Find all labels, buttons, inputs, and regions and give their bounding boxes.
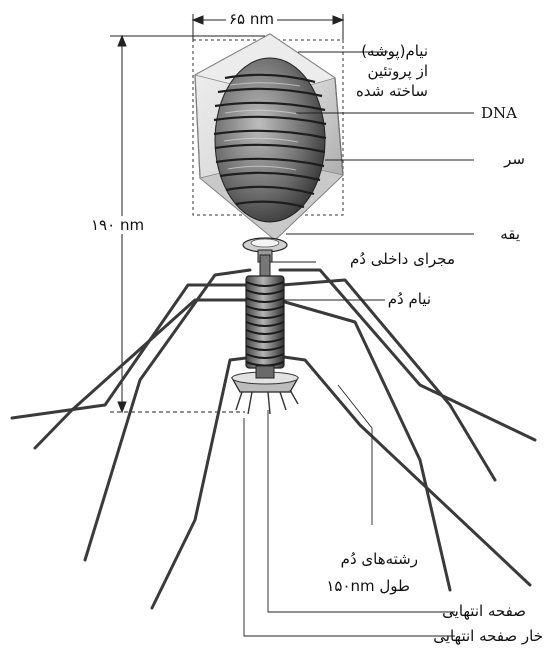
collar-label: یقه	[500, 225, 520, 243]
capsid-label-line-3: ساخته شده	[356, 82, 428, 100]
capsid-label-line-2: از پروتئین	[367, 62, 428, 80]
tail-sheath-label: نیام دُم	[388, 290, 431, 308]
dna-label: DNA	[481, 104, 517, 122]
head-label: سر	[504, 150, 525, 168]
tail-sheath	[246, 276, 284, 368]
dna-coil	[214, 58, 326, 222]
height-label: ۱۹۰ nm	[88, 216, 147, 234]
capsid-label-line-1: نیام(پوشه)	[361, 42, 428, 60]
width-label: ۶۵ nm	[226, 10, 277, 28]
tail-fiber-length-label: طول ۱۵۰nm	[326, 577, 410, 595]
base-plate-label: صفحه انتهایی	[442, 602, 526, 620]
tail-core	[260, 255, 270, 277]
base-plate	[232, 366, 298, 392]
base-plate-spikes	[236, 390, 298, 414]
base-plate-spikes-label: خار صفحه انتهایی	[433, 627, 543, 645]
base-plate-spikes-leader	[244, 418, 455, 636]
tail-core-label: مجرای داخلی دُم	[350, 250, 455, 268]
tail-fibers-label: رشته‌های دُم	[341, 550, 418, 568]
